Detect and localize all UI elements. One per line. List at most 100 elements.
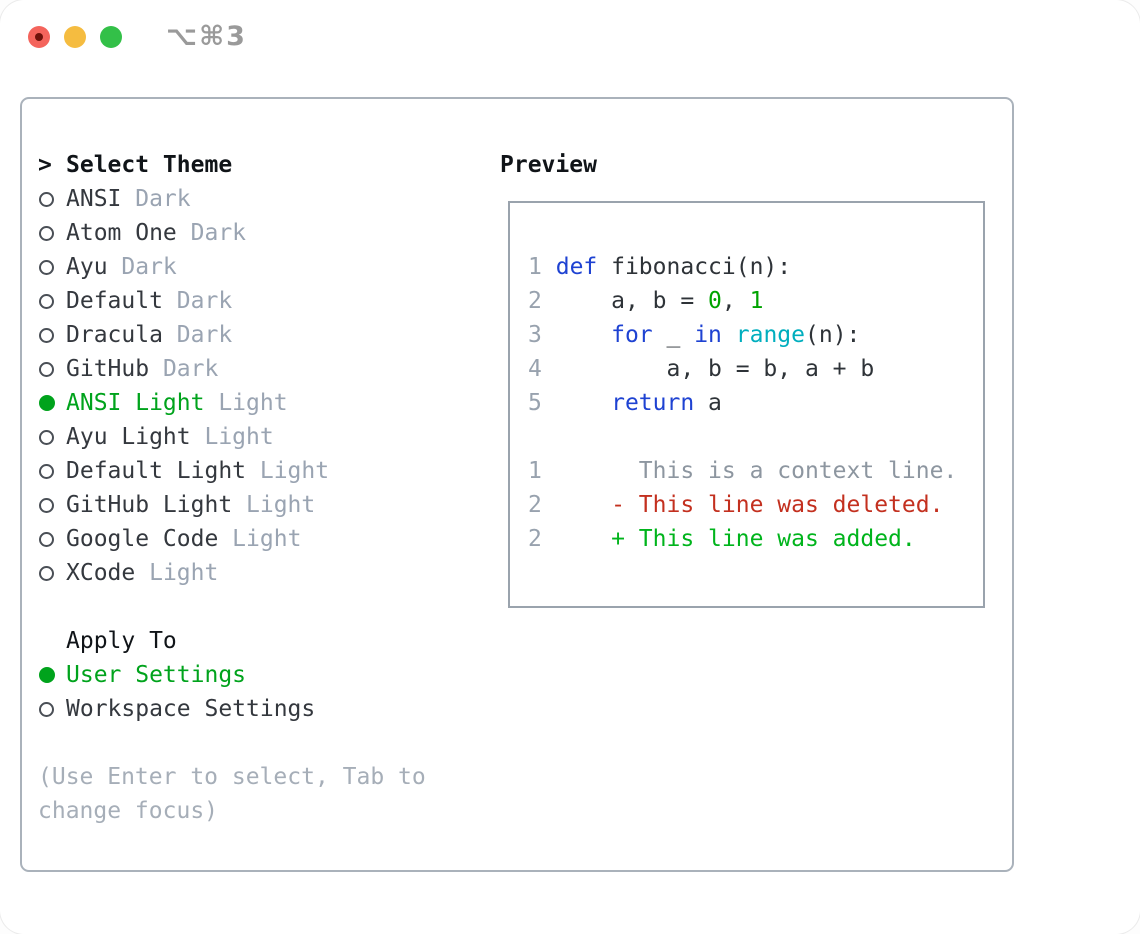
theme-option-dracula[interactable]: Dracula Dark xyxy=(38,318,498,352)
code-segment: 1 xyxy=(749,288,764,314)
radio-gutter xyxy=(38,191,66,207)
line-number xyxy=(528,424,542,450)
apply-to-header: Apply To xyxy=(38,624,498,658)
theme-variant-badge: Light xyxy=(218,526,302,552)
code-segment xyxy=(542,390,611,416)
theme-variant-badge: Dark xyxy=(107,254,177,280)
radio-gutter xyxy=(38,463,66,479)
radio-gutter xyxy=(38,565,66,581)
help-text-line-1: (Use Enter to select, Tab to xyxy=(38,764,426,790)
theme-option-ayu-light[interactable]: Ayu Light Light xyxy=(38,420,498,454)
code-line: 4 a, b = b, a + b xyxy=(528,352,983,386)
minimize-button[interactable] xyxy=(64,26,86,48)
help-text-line-2: change focus) xyxy=(38,798,219,824)
apply-to-title: Apply To xyxy=(66,628,177,654)
radio-gutter xyxy=(38,667,66,683)
code-segment: return xyxy=(611,390,695,416)
radio-gutter xyxy=(38,395,66,411)
theme-name: GitHub Light xyxy=(66,492,233,518)
radio-icon xyxy=(39,293,54,309)
theme-variant-badge: Light xyxy=(246,458,330,484)
theme-name: Ayu xyxy=(66,254,108,280)
radio-gutter xyxy=(38,259,66,275)
radio-gutter xyxy=(38,293,66,309)
theme-option-atom-one[interactable]: Atom One Dark xyxy=(38,216,498,250)
code-line: 2 - This line was deleted. xyxy=(528,488,983,522)
radio-icon xyxy=(39,429,54,445)
modified-dot-icon xyxy=(35,33,43,41)
theme-variant-badge: Dark xyxy=(149,356,219,382)
radio-icon xyxy=(39,225,54,241)
radio-gutter xyxy=(38,497,66,513)
theme-name: Default xyxy=(66,288,163,314)
theme-option-ayu[interactable]: Ayu Dark xyxy=(38,250,498,284)
radio-icon xyxy=(39,327,54,343)
theme-variant-badge: Light xyxy=(135,560,219,586)
code-line xyxy=(528,420,983,454)
titlebar: ⌥⌘3 xyxy=(0,0,1140,75)
theme-variant-badge: Dark xyxy=(162,288,233,314)
line-number: 4 xyxy=(528,356,542,382)
theme-variant-badge: Dark xyxy=(121,186,191,212)
spacer xyxy=(38,590,498,624)
theme-option-ansi-light[interactable]: ANSI Light Light xyxy=(38,386,498,420)
radio-gutter xyxy=(38,327,66,343)
radio-gutter xyxy=(38,429,66,445)
theme-name: GitHub xyxy=(66,356,150,382)
theme-variant-badge: Dark xyxy=(176,220,247,246)
code-segment: def xyxy=(555,254,598,280)
theme-option-ansi[interactable]: ANSI Dark xyxy=(38,182,498,216)
line-number: 2 xyxy=(528,492,542,518)
theme-variant-badge: Light xyxy=(204,390,288,416)
code-segment xyxy=(542,254,556,280)
code-segment: - This line was deleted. xyxy=(541,492,944,518)
line-number: 2 xyxy=(528,526,542,552)
theme-option-xcode[interactable]: XCode Light xyxy=(38,556,498,590)
code-line: 1 This is a context line. xyxy=(528,454,983,488)
close-button[interactable] xyxy=(28,26,50,48)
line-number: 1 xyxy=(528,458,542,484)
radio-icon xyxy=(39,531,54,547)
code-segment: 0 xyxy=(708,288,722,314)
theme-option-default-light[interactable]: Default Light Light xyxy=(38,454,498,488)
theme-option-github[interactable]: GitHub Dark xyxy=(38,352,498,386)
theme-name: Google Code xyxy=(66,526,219,552)
theme-name: ANSI xyxy=(66,186,122,212)
code-line: 2 + This line was added. xyxy=(528,522,983,556)
theme-option-github-light[interactable]: GitHub Light Light xyxy=(38,488,498,522)
code-segment: range xyxy=(735,322,806,348)
theme-option-google-code[interactable]: Google Code Light xyxy=(38,522,498,556)
radio-icon xyxy=(39,361,54,377)
radio-selected-icon xyxy=(39,395,55,411)
line-number: 2 xyxy=(528,288,542,314)
radio-icon xyxy=(39,497,54,513)
code-line: 2 a, b = 0, 1 xyxy=(528,284,983,318)
line-number: 3 xyxy=(528,322,542,348)
radio-gutter xyxy=(38,701,66,717)
theme-variant-badge: Light xyxy=(232,492,316,518)
radio-gutter xyxy=(38,531,66,547)
radio-icon xyxy=(39,565,54,581)
theme-name: Default Light xyxy=(66,458,247,484)
radio-icon xyxy=(39,701,54,717)
theme-option-default[interactable]: Default Dark xyxy=(38,284,498,318)
theme-variant-badge: Dark xyxy=(162,322,233,348)
traffic-lights xyxy=(28,26,122,48)
select-theme-header: > Select Theme xyxy=(38,148,498,182)
apply-option-user-settings[interactable]: User Settings xyxy=(38,658,498,692)
radio-icon xyxy=(39,463,54,479)
spacer xyxy=(38,726,498,760)
code-line: 5 return a xyxy=(528,386,983,420)
theme-variant-badge: Light xyxy=(190,424,274,450)
theme-name: Dracula xyxy=(66,322,163,348)
zoom-button[interactable] xyxy=(100,26,122,48)
code-segment: a, b = xyxy=(541,288,709,314)
window-title-shortcut: ⌥⌘3 xyxy=(166,21,247,52)
apply-option-workspace-settings[interactable]: Workspace Settings xyxy=(38,692,498,726)
